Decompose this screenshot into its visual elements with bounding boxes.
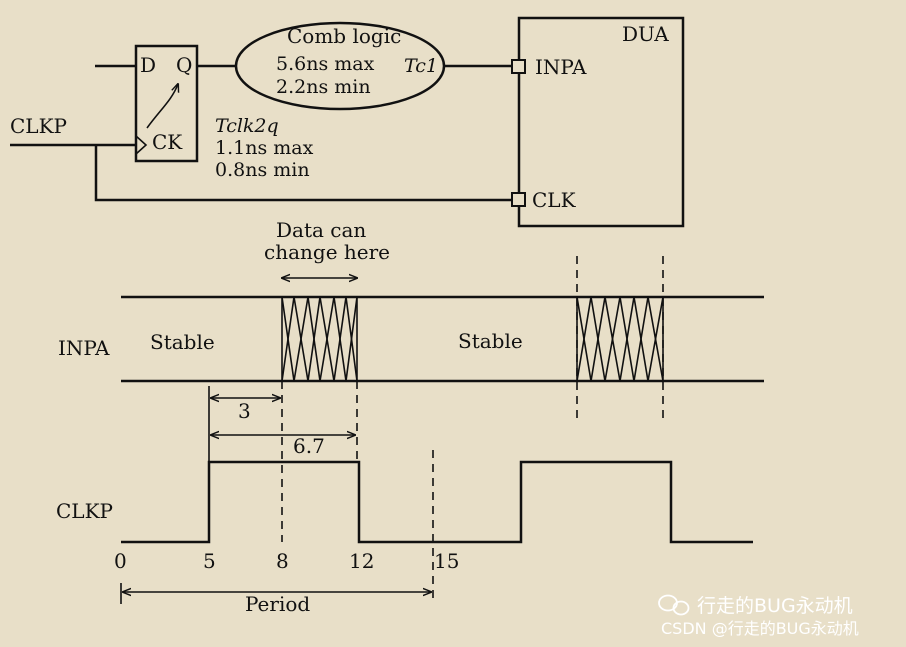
tick-label-0: 0 [114,549,127,573]
dua-box [517,16,685,228]
dua-clk-label: CLK [532,188,577,212]
timing-waveforms: Data can change here INPA Stable Stable [56,218,764,616]
clock-branch-wire [94,145,512,202]
data-change-line1: Data can [276,218,366,242]
transition-region-2 [576,296,664,382]
dim-label-67: 6.7 [293,434,325,458]
comb-min-delay: 2.2ns min [276,76,371,98]
comb-max-delay: 5.6ns max [276,53,375,75]
watermark: 行走的BUG永动机 CSDN @行走的BUG永动机 [658,594,859,638]
tclk2q-label: Tclk2q [215,115,279,137]
tclk2q-min: 0.8ns min [215,159,310,181]
tclk2q-max: 1.1ns max [215,137,314,159]
ff-d-label: D [140,53,156,77]
ff-ck-label: CK [152,130,183,154]
data-change-line2: change here [264,240,390,264]
curved-arrow-icon [146,84,178,129]
transition-region-1 [281,296,358,382]
dua-title: DUA [622,22,669,46]
clkp-signal-label: CLKP [56,499,113,523]
inpa-pin [511,59,526,74]
stable-label-2: Stable [458,329,523,353]
inpa-signal-label: INPA [58,336,110,360]
period-label: Period [245,592,310,616]
clkp-waveform [121,460,753,544]
tick-label-15: 15 [434,549,459,573]
clk-pin [511,192,526,207]
tick-label-12: 12 [349,549,374,573]
watermark-main: 行走的BUG永动机 [697,595,853,617]
clkp-input-label: CLKP [10,114,67,138]
dim-label-3: 3 [238,399,251,423]
stable-label-1: Stable [150,330,215,354]
clock-triangle-icon [135,135,148,155]
circuit-schematic: D Q CK CLKP Comb logic 5.6ns max 2.2ns m… [10,16,685,228]
tick-label-5: 5 [203,549,216,573]
tc1-label: Tc1 [404,55,438,77]
flip-flop-box [134,44,199,163]
comb-logic-title: Comb logic [287,24,401,48]
dua-inpa-label: INPA [535,55,587,79]
tick-label-8: 8 [276,549,289,573]
watermark-sub: CSDN @行走的BUG永动机 [661,619,859,638]
wechat-logo-icon [658,594,690,616]
ff-q-label: Q [176,53,192,77]
